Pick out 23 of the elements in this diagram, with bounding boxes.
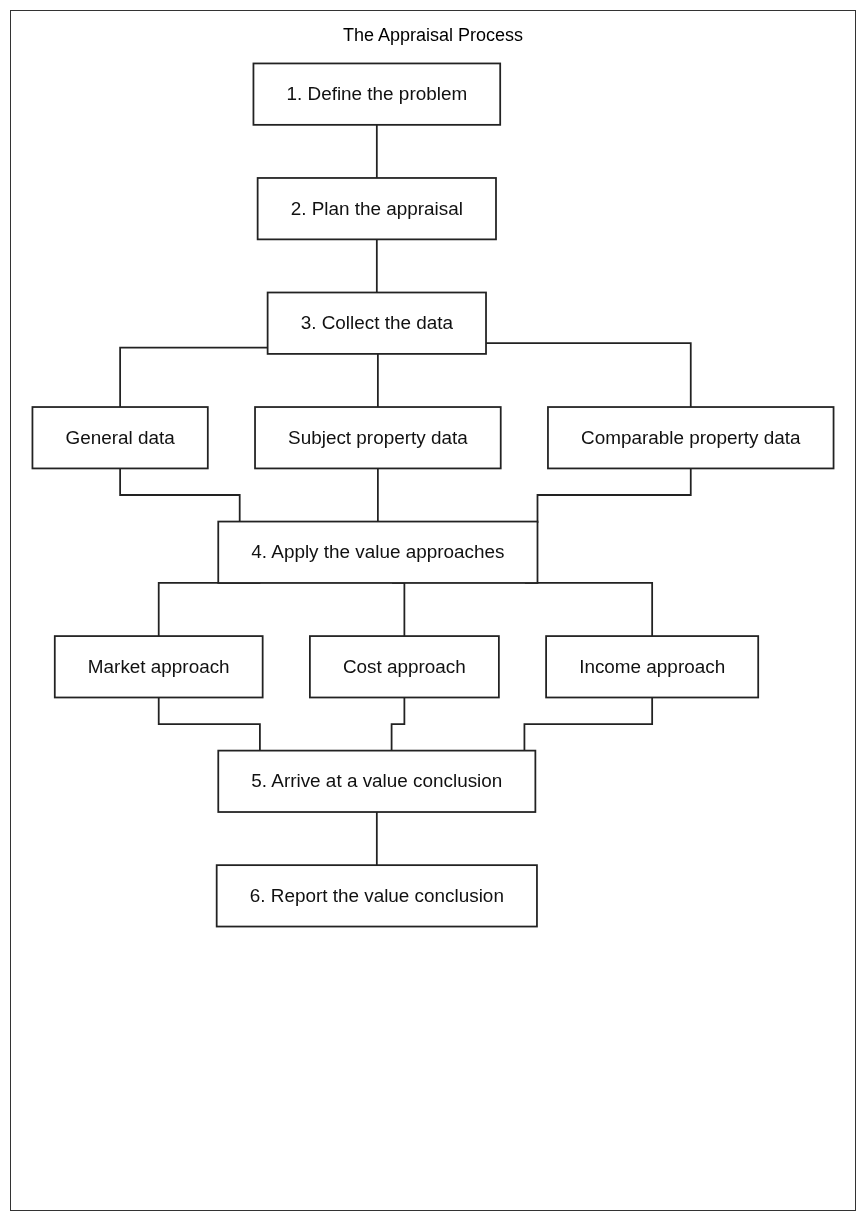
node-box: 6. Report the value conclusion [215, 864, 538, 928]
node-box: 2. Plan the appraisal [256, 177, 497, 241]
connector [523, 696, 654, 752]
connector [157, 696, 261, 752]
connector [390, 696, 406, 752]
connector [119, 467, 241, 523]
connector [377, 467, 379, 523]
connector [376, 353, 379, 408]
node-box: Subject property data [254, 406, 502, 470]
connector [536, 467, 692, 524]
node-box: Market approach [53, 635, 264, 699]
node-box: 4. Apply the value approaches [217, 520, 539, 584]
node-box: 5. Arrive at a value conclusion [217, 749, 537, 813]
connector [375, 238, 378, 294]
node-box: 3. Collect the data [266, 291, 487, 355]
connector [375, 811, 378, 867]
node-box: Comparable property data [547, 406, 835, 470]
node-box: General data [31, 406, 209, 470]
node-box: Income approach [545, 635, 760, 699]
node-box: Cost approach [309, 635, 500, 699]
diagram-title: The Appraisal Process [342, 25, 524, 46]
node-box: 1. Define the problem [252, 62, 502, 126]
connector [375, 123, 378, 179]
